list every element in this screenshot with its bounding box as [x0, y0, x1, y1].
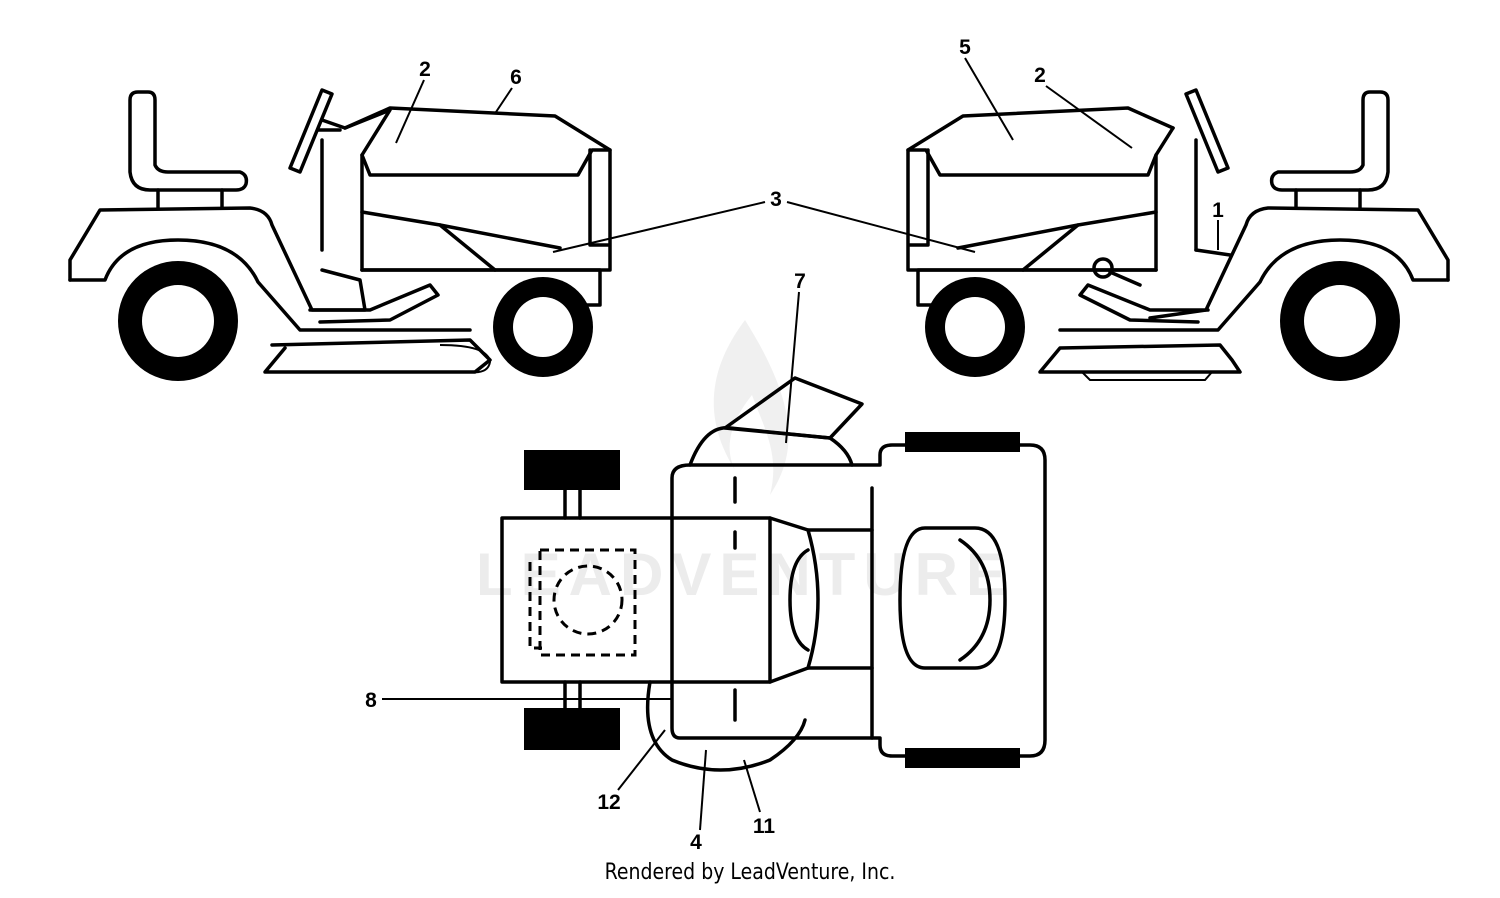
callout-left-2: 2: [419, 58, 431, 81]
top-wheel-upper-left: [524, 450, 620, 490]
callout-left-6: 6: [510, 66, 522, 89]
watermark-text: LEADVENTURE: [476, 541, 1014, 608]
callout-labels: 2 6 3 5 2 1 7 8 12 4 11: [365, 36, 1224, 854]
callout-right-5: 5: [959, 36, 971, 59]
callout-12: 12: [597, 791, 620, 814]
callout-4: 4: [690, 831, 702, 854]
watermark: LEADVENTURE: [476, 320, 1014, 608]
callout-11: 11: [753, 815, 776, 838]
callout-3: 3: [770, 188, 782, 211]
top-wheel-lower-left: [524, 708, 620, 750]
leader-lines: [382, 57, 1219, 831]
mower-left-side-view: [68, 88, 612, 381]
callout-right-2: 2: [1034, 64, 1046, 87]
callout-right-1: 1: [1212, 199, 1224, 222]
mower-top-view: [500, 376, 1047, 772]
callout-8: 8: [365, 689, 377, 712]
mower-right-side-view: [906, 88, 1450, 381]
callout-7: 7: [794, 270, 806, 293]
footer-credit: Rendered by LeadVenture, Inc.: [604, 860, 896, 885]
